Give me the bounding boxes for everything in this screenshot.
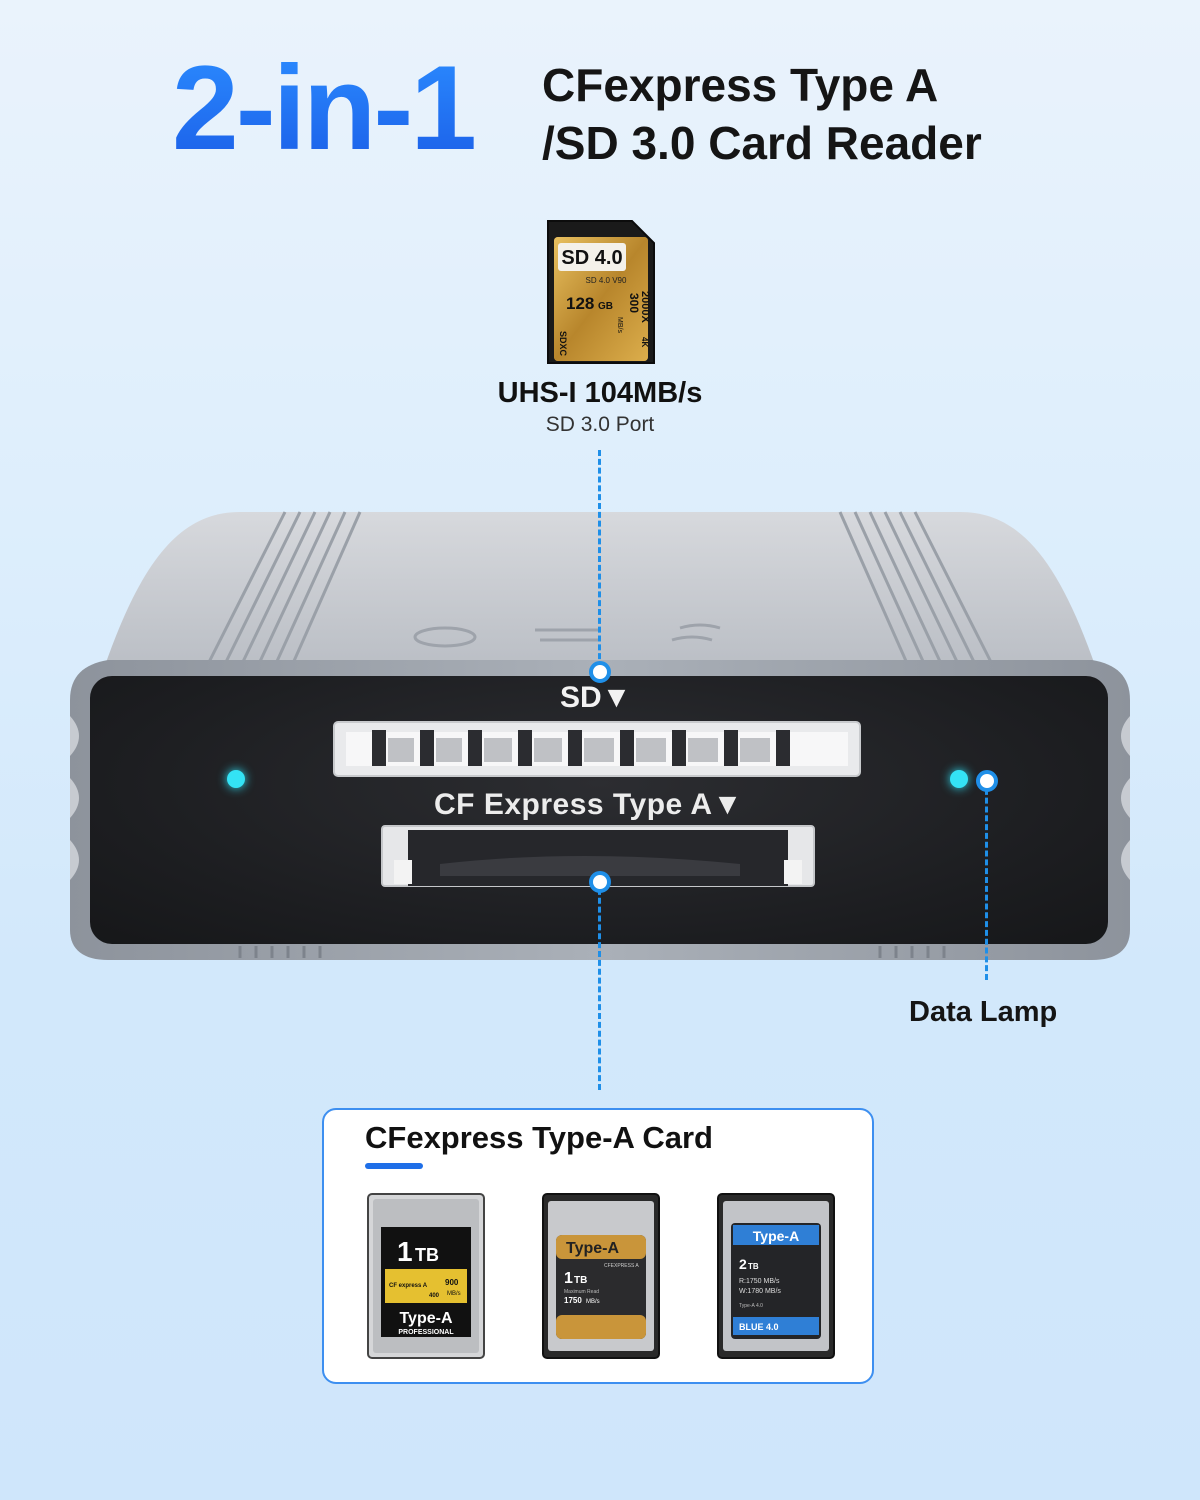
sd-port-label: SD 3.0 Port [545,413,655,436]
cfexpress-card-1: 1 TB CF express A 400 900 MB/s Type-A PR… [367,1193,485,1359]
card1-vpg: 400 [429,1293,440,1299]
card3-type: Type-A [753,1228,799,1244]
headline: 2-in-1 [172,41,477,175]
card3-spec: Type-A 4.0 [739,1303,763,1309]
card2-speed: 1750 [564,1296,582,1305]
card1-speed-unit: MB/s [447,1291,461,1297]
card2-speed-unit: MB/s [586,1299,600,1305]
cooling-fins-left [203,511,362,671]
cfexpress-card-2: Type-A CFEXPRESS A 1 TB Maximum Read 175… [542,1193,660,1359]
card3-unit: TB [748,1262,759,1271]
card3-series: BLUE 4.0 [739,1322,779,1332]
sd-leader-node [589,661,611,683]
sd-card-sdxc: SDXC [558,331,568,357]
cfexpress-card-3: Type-A 2 TB R:1750 MB/s W:1780 MB/s Type… [717,1193,835,1359]
sd-card-x: 2000X [639,291,651,323]
card2-read-label: Maximum Read [564,1289,599,1295]
data-lamp-label: Data Lamp [909,996,1058,1028]
sd-card-image: SD 4.0 SD 4.0 V90 128 GB 300 2000X MB/s … [547,220,655,364]
panel-title: CFexpress Type-A Card [365,1120,713,1155]
data-lamp-led [950,770,968,788]
engraved-logos [413,623,721,648]
sd-card-capacity: 128 [566,294,594,313]
card3-read: R:1750 MB/s [739,1278,780,1285]
sd-card-4k: 4K [640,337,649,347]
cooling-fins-right [838,511,997,671]
card1-grade: PROFESSIONAL [398,1329,454,1336]
sd-card-capacity-unit: GB [598,301,613,312]
sd-slot-label: SD▼ [560,681,632,714]
lamp-leader-line [985,780,988,980]
panel-title-underline [365,1163,423,1169]
card3-write: W:1780 MB/s [739,1288,781,1295]
status-led-left [227,770,245,788]
sd-slot[interactable] [332,716,862,780]
card1-speed: 900 [445,1278,459,1287]
card2-capacity: 1 [564,1270,573,1287]
card1-logo: CF express A [389,1283,428,1289]
sd-card-sub: SD 4.0 V90 [586,276,627,285]
card1-capacity: 1 [397,1236,413,1267]
bottom-vents [238,946,946,958]
card1-unit: TB [415,1245,439,1265]
card2-unit: TB [574,1275,587,1286]
sd-leader-line [598,450,601,668]
sd-port-speed: UHS-I 104MB/s [497,377,703,409]
side-grip-left [70,716,79,880]
card1-type: Type-A [399,1310,452,1327]
subtitle-line-1: CFexpress Type A [542,59,939,111]
subtitle-line-2: /SD 3.0 Card Reader [542,117,982,169]
cf-leader-line [598,880,601,1090]
sd-card-speed: 300 [627,293,641,313]
card3-capacity: 2 [739,1256,747,1272]
card2-sub: CFEXPRESS A [604,1263,639,1269]
cf-leader-node [589,871,611,893]
card2-type: Type-A [566,1240,619,1257]
cf-slot-label: CF Express Type A▼ [434,788,743,821]
sd-card-speed-unit: MB/s [616,317,623,333]
sd-card-brand: SD 4.0 [561,247,622,269]
lamp-leader-node [976,770,998,792]
side-grip-right [1121,716,1130,880]
